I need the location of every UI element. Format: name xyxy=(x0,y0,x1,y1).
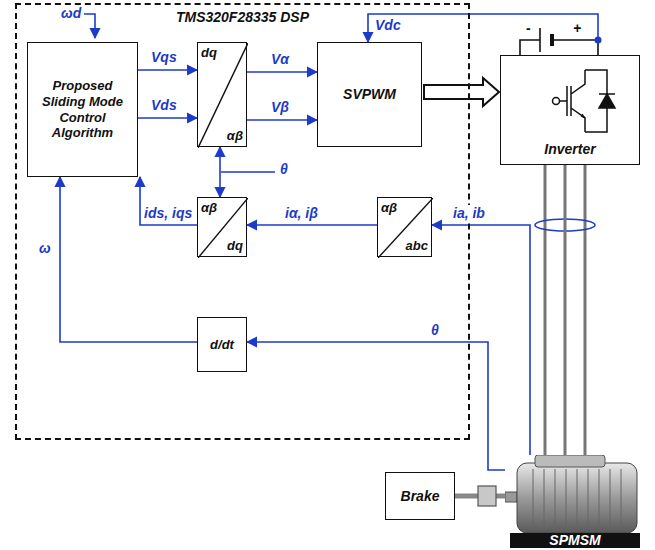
frame-label: dq xyxy=(201,45,217,61)
signal-label: ω xyxy=(38,240,52,256)
signal-label: θ xyxy=(279,161,289,177)
signal-label: Vdc xyxy=(374,17,402,33)
current-signal xyxy=(432,225,530,455)
reference-wire xyxy=(84,14,95,38)
phase-wire xyxy=(564,165,567,455)
dsp-boundary: Proposed Sliding Mode Control Algorithm d… xyxy=(15,3,470,440)
speed-signal xyxy=(60,177,197,342)
svpwm-box: SVPWM xyxy=(317,42,422,147)
signal-label: ids, iqs xyxy=(143,205,193,221)
block-label: SVPWM xyxy=(340,83,399,106)
transform-box: αβ dq xyxy=(197,197,247,257)
igbt-symbol xyxy=(501,56,641,136)
terminal-sign: + xyxy=(572,20,582,36)
voltage-signal xyxy=(247,119,317,121)
signal-label: Vqs xyxy=(150,49,178,65)
block-label: Proposed Sliding Mode Control Algorithm xyxy=(28,75,137,143)
frame-label: αβ xyxy=(227,128,243,144)
terminal-sign: - xyxy=(525,20,532,36)
frame-label: αβ xyxy=(381,200,397,216)
reference-label: ωd xyxy=(60,5,82,21)
dc-voltage-signal xyxy=(368,14,598,42)
current-signal xyxy=(247,224,377,226)
dc-battery xyxy=(520,28,602,55)
voltage-signal xyxy=(247,71,317,73)
derivative-box: d/dt xyxy=(197,317,247,372)
voltage-signal xyxy=(138,69,197,71)
angle-signal xyxy=(247,342,505,470)
block-label: Inverter xyxy=(501,141,639,158)
block-label: SPMSM xyxy=(510,532,640,548)
current-signal xyxy=(140,177,197,225)
motor: SPMSM xyxy=(505,455,640,548)
angle-signal xyxy=(219,147,221,197)
frame-label: abc xyxy=(406,238,428,254)
shaft-coupling xyxy=(478,486,496,506)
pwm-arrow xyxy=(424,78,499,106)
signal-label: Vds xyxy=(150,97,178,113)
controller-box: Proposed Sliding Mode Control Algorithm xyxy=(27,42,138,177)
signal-label: Vβ xyxy=(270,99,290,115)
signal-label: θ xyxy=(430,322,440,338)
transform-box: dq αβ xyxy=(197,42,247,147)
signal-label: ia, ib xyxy=(452,205,486,221)
block-label: Brake xyxy=(398,485,443,508)
phase-wires xyxy=(545,165,585,455)
frame-label: dq xyxy=(227,238,243,254)
block-label: d/dt xyxy=(207,334,237,356)
inverter-box: Inverter xyxy=(500,55,640,165)
signal-label: iα, iβ xyxy=(284,205,319,221)
voltage-signal xyxy=(138,117,197,119)
brake-box: Brake xyxy=(385,472,455,520)
signal-label: Vα xyxy=(270,51,290,67)
frame-label: αβ xyxy=(201,200,217,216)
angle-wire xyxy=(221,171,275,173)
transform-box: αβ abc xyxy=(377,197,432,257)
